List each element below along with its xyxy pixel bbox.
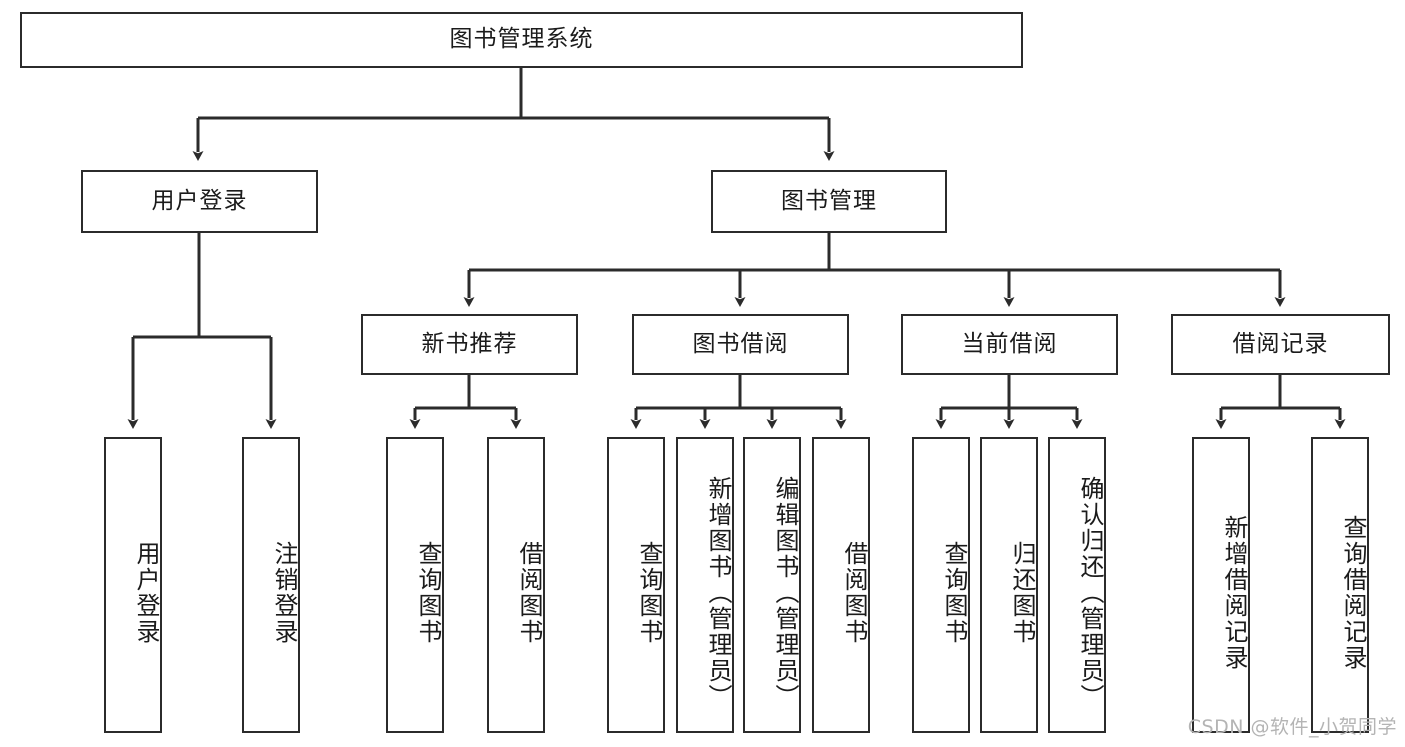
leaf-record-add-record[interactable]: 新增借阅记录 xyxy=(1192,437,1250,733)
node-user-login[interactable]: 用户登录 xyxy=(81,170,318,233)
node-label: 查询借阅记录 xyxy=(1339,515,1367,671)
node-label: 图书管理 xyxy=(781,187,877,214)
leaf-user-login-logout[interactable]: 注销登录 xyxy=(242,437,300,733)
node-label: 查询图书 xyxy=(940,541,968,645)
node-root-system[interactable]: 图书管理系统 xyxy=(20,12,1023,68)
node-label: 编辑图书（管理员） xyxy=(771,476,799,710)
leaf-borrow-add-book-admin[interactable]: 新增图书（管理员） xyxy=(676,437,734,733)
node-label: 新增借阅记录 xyxy=(1220,515,1248,671)
node-label: 新增图书（管理员） xyxy=(704,476,732,710)
node-label: 查询图书 xyxy=(414,541,442,645)
node-label: 图书管理系统 xyxy=(449,26,594,53)
node-label: 用户登录 xyxy=(132,541,160,645)
node-current-borrow[interactable]: 当前借阅 xyxy=(901,314,1118,375)
node-label: 注销登录 xyxy=(270,541,298,645)
leaf-user-login-login[interactable]: 用户登录 xyxy=(104,437,162,733)
node-label: 归还图书 xyxy=(1008,541,1036,645)
node-label: 查询图书 xyxy=(635,541,663,645)
leaf-new-book-borrow[interactable]: 借阅图书 xyxy=(487,437,545,733)
leaf-borrow-edit-book-admin[interactable]: 编辑图书（管理员） xyxy=(743,437,801,733)
node-label: 借阅图书 xyxy=(840,541,868,645)
leaf-new-book-query[interactable]: 查询图书 xyxy=(386,437,444,733)
watermark-text: CSDN @软件_小贺同学 xyxy=(1187,716,1397,738)
leaf-borrow-query-book[interactable]: 查询图书 xyxy=(607,437,665,733)
node-label: 借阅图书 xyxy=(515,541,543,645)
leaf-current-return-book[interactable]: 归还图书 xyxy=(980,437,1038,733)
leaf-current-query-book[interactable]: 查询图书 xyxy=(912,437,970,733)
leaf-borrow-borrow-book[interactable]: 借阅图书 xyxy=(812,437,870,733)
node-book-borrow[interactable]: 图书借阅 xyxy=(632,314,849,375)
node-label: 用户登录 xyxy=(151,187,248,214)
node-book-management[interactable]: 图书管理 xyxy=(711,170,947,233)
node-label: 图书借阅 xyxy=(692,330,789,357)
leaf-record-query-record[interactable]: 查询借阅记录 xyxy=(1311,437,1369,733)
node-label: 借阅记录 xyxy=(1232,330,1329,357)
node-label: 新书推荐 xyxy=(421,330,518,357)
node-label: 当前借阅 xyxy=(961,330,1058,357)
leaf-current-confirm-return-admin[interactable]: 确认归还（管理员） xyxy=(1048,437,1106,733)
node-label: 确认归还（管理员） xyxy=(1076,476,1104,710)
node-new-book-recommend[interactable]: 新书推荐 xyxy=(361,314,578,375)
node-borrow-record[interactable]: 借阅记录 xyxy=(1171,314,1390,375)
